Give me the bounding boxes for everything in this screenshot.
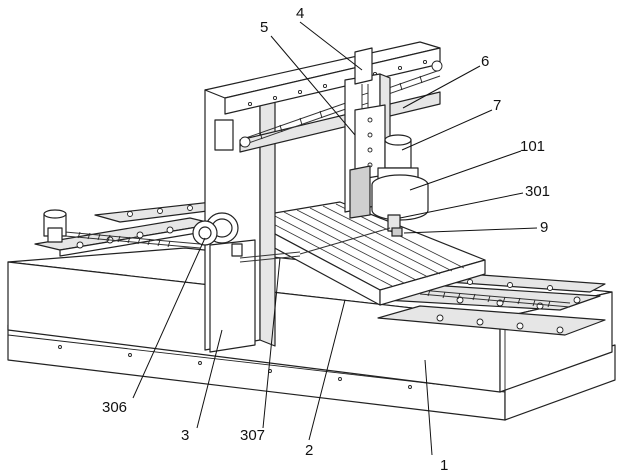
label-306: 306: [102, 399, 127, 416]
label-307: 307: [240, 427, 265, 444]
label-301: 301: [525, 183, 550, 200]
screw-threads-right: [427, 289, 551, 308]
label-3: 3: [181, 427, 189, 444]
label-6: 6: [481, 53, 489, 70]
part-labels: 1 2 3 4 5 6 7 9 101 301 306 307: [102, 5, 550, 474]
base-frame: [7, 247, 616, 421]
label-5: 5: [260, 19, 268, 36]
label-101: 101: [520, 138, 545, 155]
label-9: 9: [540, 219, 548, 236]
leader-lines: [132, 21, 538, 456]
spindle-assembly: [371, 134, 429, 237]
label-1: 1: [440, 457, 448, 474]
label-2: 2: [305, 442, 313, 459]
screw-threads-left: [77, 231, 171, 248]
label-7: 7: [493, 97, 501, 114]
label-4: 4: [296, 5, 304, 22]
drive-gear-assembly: [192, 212, 391, 263]
